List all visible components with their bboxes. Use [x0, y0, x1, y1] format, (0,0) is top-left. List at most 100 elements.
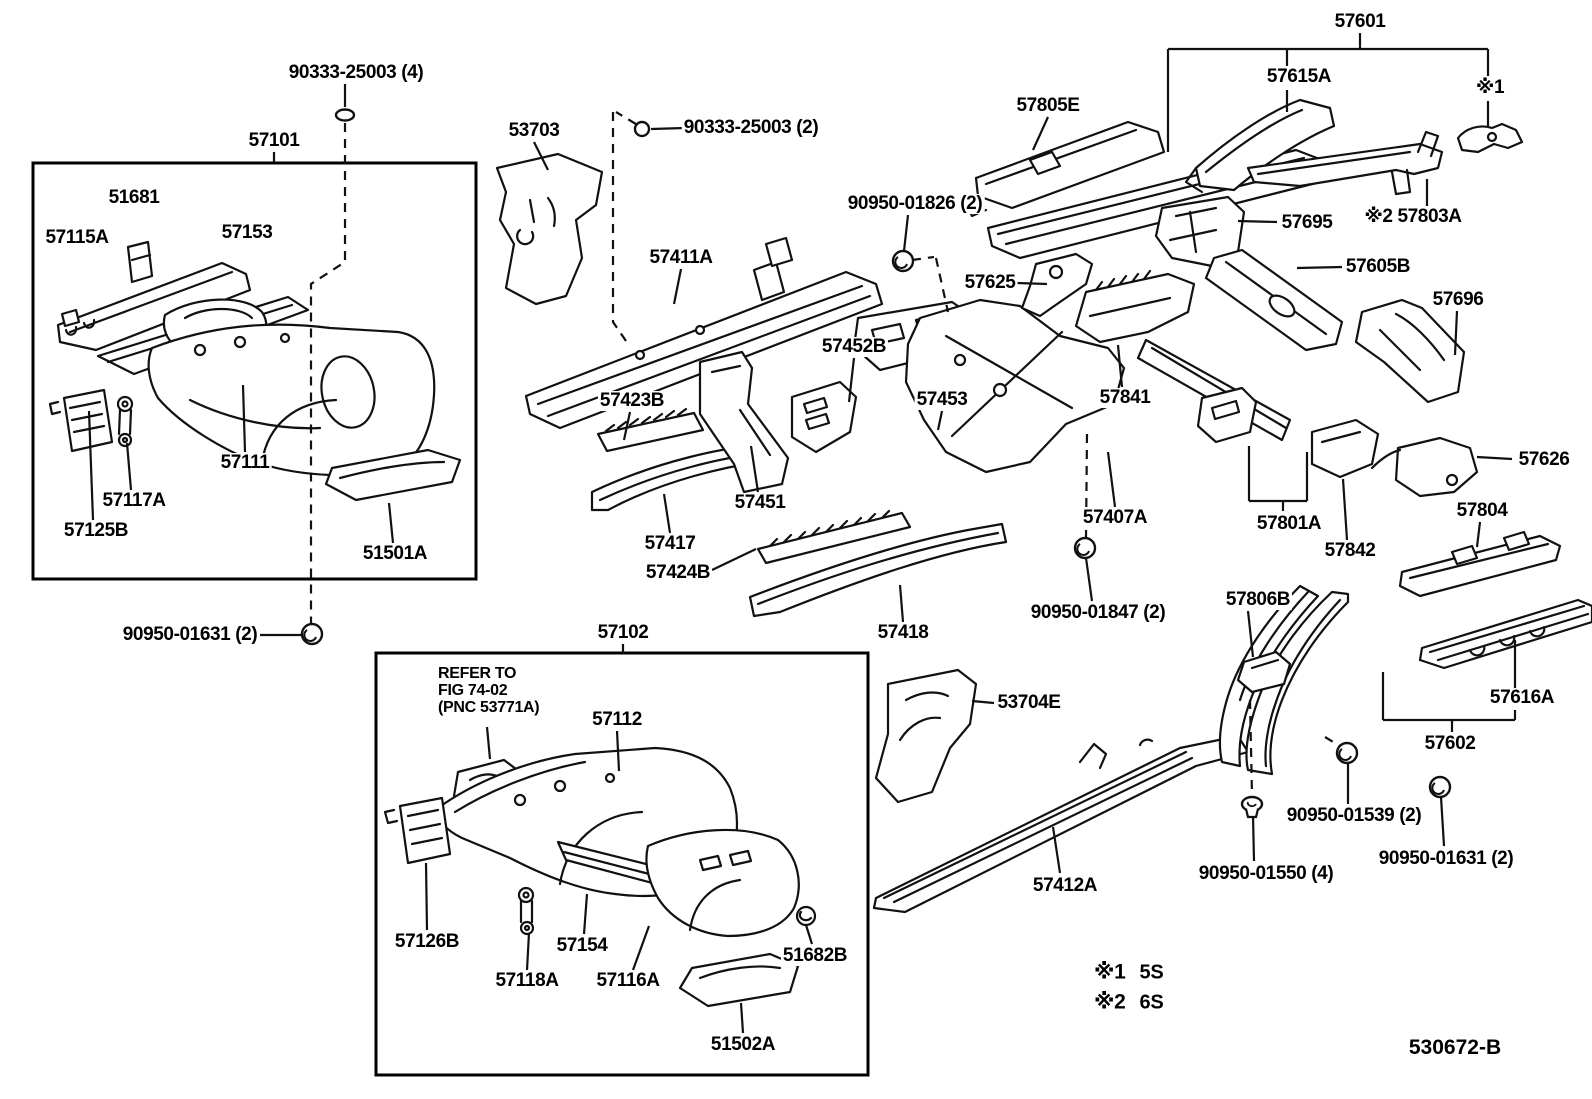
part-label-57601: 57601 [1332, 11, 1388, 33]
part-label-57411A: 57411A [647, 247, 715, 269]
footnote-1: ※1 5S [1094, 960, 1164, 985]
bolt-90333-25003-4-icon [336, 110, 354, 121]
part-label-90950-01631-2-left: 90950-01631 (2) [120, 624, 260, 646]
footnote-2-code: 6S [1139, 991, 1164, 1014]
nut-90950-01539-icon [1335, 741, 1359, 765]
part-label-51502A: 51502A [708, 1034, 778, 1056]
nut-90950-01631-right-icon [1428, 775, 1452, 799]
part-57841-drawing [1076, 271, 1194, 342]
refer-note-line1: REFER TO [438, 665, 517, 682]
part-label-53704E: 53704E [995, 692, 1063, 714]
part-57842-drawing [1312, 420, 1378, 477]
part-label-57806B: 57806B [1223, 589, 1293, 611]
part-57116A-drawing [646, 830, 798, 936]
part-label-57407A: 57407A [1080, 507, 1150, 529]
part-53703-drawing [497, 154, 602, 304]
part-57126B-drawing [385, 798, 450, 863]
part-57803A-drawing [1248, 132, 1442, 194]
part-51681-drawing [128, 242, 152, 282]
part-57451-drawing [700, 352, 788, 492]
part-57115A-drawing [58, 263, 250, 350]
part-label-90950-01631-2-right: 90950-01631 (2) [1376, 848, 1516, 870]
part-57625-drawing [1022, 254, 1092, 316]
part-label-57115A: 57115A [43, 227, 111, 249]
part-label-57118A: 57118A [493, 970, 561, 992]
part-label-57111: 57111 [218, 452, 272, 474]
part-label-57452B: 57452B [819, 336, 889, 358]
part-label-57616A: 57616A [1487, 687, 1557, 709]
part-label-57841: 57841 [1097, 387, 1153, 409]
part-label-57125B: 57125B [61, 520, 131, 542]
part-57423B-drawing [598, 409, 703, 451]
assembly-box-57101 [33, 163, 476, 579]
bolt-90950-01550-icon [1240, 795, 1264, 819]
part-label-57626: 57626 [1516, 449, 1572, 471]
leader-lines [89, 33, 1515, 1033]
part-label-57116A: 57116A [594, 970, 662, 992]
part-label-57602: 57602 [1422, 733, 1478, 755]
part-57418-drawing [750, 524, 1006, 616]
footnote-2-symbol: ※2 [1094, 990, 1126, 1014]
drawing-number: 530672-B [1408, 1036, 1502, 1059]
part-label-57801A: 57801A [1254, 513, 1324, 535]
part-57424B-drawing [758, 511, 910, 563]
part-label-51501A: 51501A [360, 543, 430, 565]
part-label-57615A: 57615A [1264, 66, 1334, 88]
part-label-90333-25003-2: 90333-25003 (2) [681, 117, 821, 139]
footnote-2: ※2 6S [1094, 990, 1164, 1015]
nut-90950-01847-icon [1073, 536, 1097, 560]
part-label-57453: 57453 [914, 389, 970, 411]
part-label-57117A: 57117A [100, 490, 168, 512]
part-label-57805E: 57805E [1014, 95, 1082, 117]
part-57411A-drawing [526, 238, 882, 428]
part-57407A-crossmember-drawing [906, 300, 1124, 472]
part-label-57696: 57696 [1430, 289, 1486, 311]
part-label-ref1: ※1 [1473, 77, 1507, 99]
part-label-51681: 51681 [106, 187, 162, 209]
part-label-57424B: 57424B [643, 562, 713, 584]
part-57626-drawing [1372, 438, 1477, 496]
refer-note-line2: FIG 74-02 [438, 681, 508, 699]
part-label-57451: 57451 [732, 492, 788, 514]
part-label-57154: 57154 [554, 935, 610, 957]
refer-note-line3: (PNC 53771A) [438, 698, 540, 716]
footnote-1-symbol: ※1 [1094, 960, 1126, 984]
part-label-53703: 53703 [506, 120, 562, 142]
part-label-57112: 57112 [590, 709, 644, 731]
part-51682B-drawing [797, 907, 815, 925]
part-57111-wheelhouse-drawing [149, 325, 435, 476]
part-51501A-drawing [326, 450, 460, 500]
part-label-57101: 57101 [246, 130, 302, 152]
part-57125B-drawing [50, 390, 112, 451]
part-label-57695: 57695 [1279, 212, 1335, 234]
part-51502A-drawing [680, 954, 798, 1006]
part-label-51682B: 51682B [780, 945, 850, 967]
part-ref1-clamp-drawing [1458, 124, 1522, 152]
part-label-57804: 57804 [1454, 500, 1510, 522]
part-57804-drawing [1400, 532, 1560, 596]
part-label-57423B: 57423B [597, 390, 667, 412]
footnote-1-code: 5S [1139, 961, 1164, 984]
part-57452B-drawing [792, 382, 856, 452]
part-57801A-drawing [1198, 388, 1256, 442]
part-57118A-drawing [519, 888, 533, 934]
dashed-locator-lines [311, 112, 1343, 796]
part-label-90950-01550-4: 90950-01550 (4) [1196, 863, 1336, 885]
part-label-57102: 57102 [595, 622, 651, 644]
part-label-90333-25003-4: 90333-25003 (4) [286, 62, 426, 84]
part-label-57153: 57153 [219, 222, 275, 244]
part-57806B-clamp-drawing [1238, 652, 1290, 692]
part-label-90950-01826-2: 90950-01826 (2) [845, 193, 985, 215]
part-57117A-drawing [118, 397, 132, 446]
nut-90950-01826-icon [891, 249, 915, 273]
part-57696-drawing [1356, 300, 1464, 402]
part-label-90950-01539-2: 90950-01539 (2) [1284, 805, 1424, 827]
part-label-57625: 57625 [962, 272, 1018, 294]
part-label-57605B: 57605B [1343, 256, 1413, 278]
part-label-57842: 57842 [1322, 540, 1378, 562]
part-label-90950-01847-2: 90950-01847 (2) [1028, 602, 1168, 624]
fastener-glyphs [300, 110, 1452, 819]
part-53704E-drawing [876, 670, 976, 802]
part-label-57126B: 57126B [392, 931, 462, 953]
